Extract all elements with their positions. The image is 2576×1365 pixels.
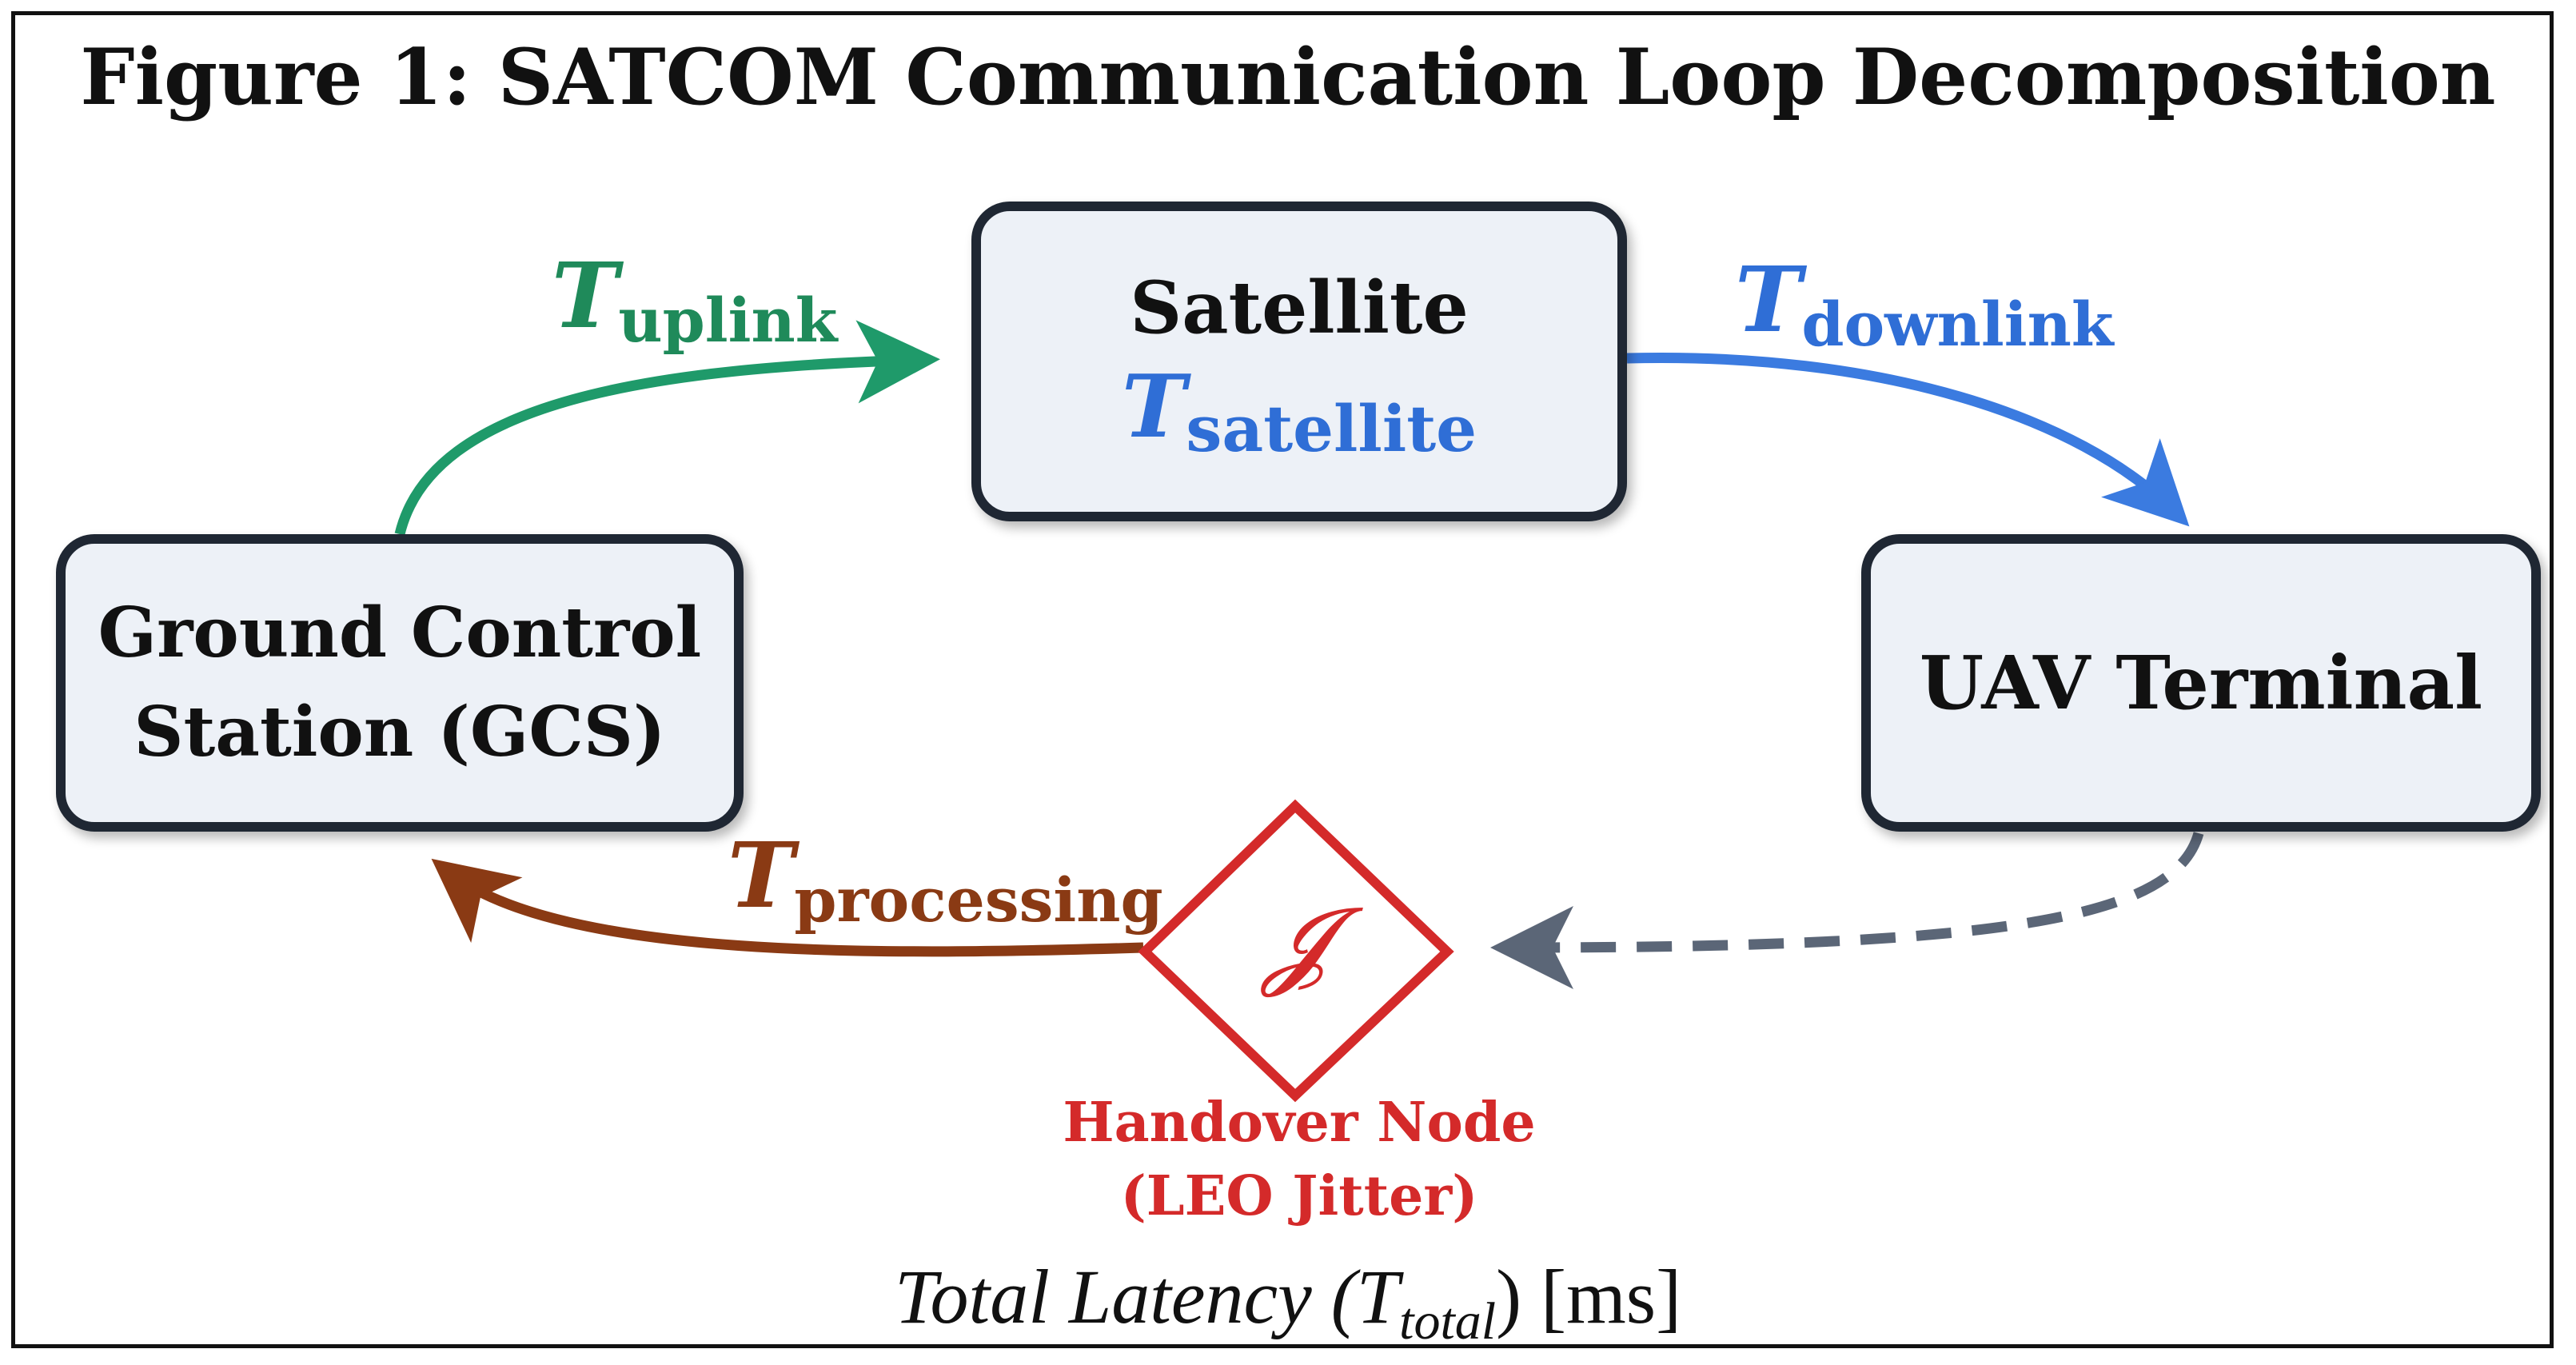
satellite-node: Satellite Tsatellite — [971, 202, 1627, 521]
downlink-symbol: T — [1735, 248, 1802, 353]
downlink-label: Tdownlink — [1735, 248, 2114, 360]
downlink-arrow — [1626, 352, 2190, 527]
processing-label: Tprocessing — [728, 824, 1163, 936]
satellite-latency-label: Tsatellite — [1121, 357, 1477, 466]
uplink-symbol: T — [552, 244, 619, 349]
uplink-subscript: uplink — [618, 285, 838, 356]
figure-title: Figure 1: SATCOM Communication Loop Deco… — [80, 32, 2496, 122]
handover-caption: Handover Node (LEO Jitter) — [1003, 1086, 1595, 1233]
handover-jitter-symbol: 𝓙 — [1262, 888, 1329, 999]
total-latency-suffix: ) [ms] — [1496, 1254, 1682, 1339]
total-latency-prefix: Total Latency ( — [894, 1254, 1357, 1339]
uplink-arrow — [394, 320, 940, 536]
handover-diamond — [1138, 799, 1454, 1103]
processing-subscript: processing — [794, 864, 1163, 936]
total-latency-subscript: total — [1399, 1292, 1497, 1351]
satellite-latency-subscript: satellite — [1186, 391, 1477, 466]
processing-symbol: T — [728, 824, 795, 928]
gcs-label-line1: Ground Control — [98, 593, 702, 673]
processing-arrow — [431, 858, 1144, 957]
total-latency-symbol: T — [1356, 1254, 1400, 1339]
satellite-label: Satellite — [1130, 265, 1469, 350]
figure-frame — [11, 11, 2554, 1348]
downlink-subscript: downlink — [1801, 289, 2114, 360]
handover-caption-line2: (LEO Jitter) — [1120, 1164, 1478, 1228]
uav-terminal-label: UAV Terminal — [1919, 640, 2483, 726]
uplink-label: Tuplink — [552, 244, 837, 356]
gcs-label-line2: Station (GCS) — [134, 692, 666, 772]
return-dashed-arrow — [1490, 832, 2204, 989]
satellite-latency-symbol: T — [1121, 357, 1186, 457]
total-latency-footer: Total Latency (Ttotal) [ms] — [0, 1252, 2576, 1351]
handover-caption-line1: Handover Node — [1063, 1091, 1536, 1155]
uav-terminal-node: UAV Terminal — [1861, 534, 2541, 832]
gcs-node: Ground Control Station (GCS) — [56, 534, 744, 832]
